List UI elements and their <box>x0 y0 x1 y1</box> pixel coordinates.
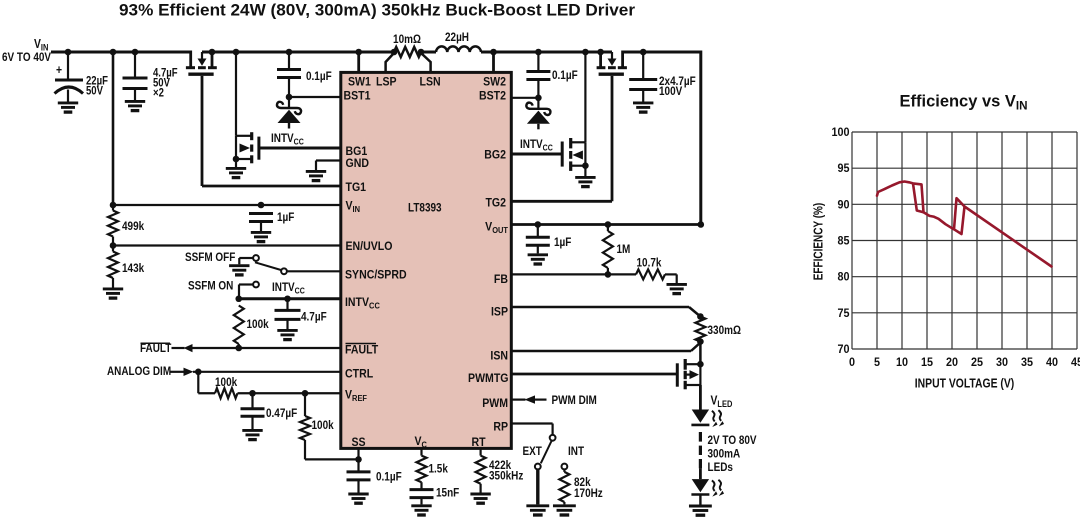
svg-text:20: 20 <box>946 357 958 370</box>
svg-text:95: 95 <box>837 163 850 176</box>
svg-text:30: 30 <box>996 357 1008 370</box>
svg-text:FAULT: FAULT <box>140 342 172 355</box>
svg-text:LEDs: LEDs <box>708 461 733 474</box>
svg-text:FAULT: FAULT <box>345 344 378 357</box>
svg-text:35: 35 <box>1021 357 1034 370</box>
svg-text:PWM DIM: PWM DIM <box>552 394 597 407</box>
svg-text:ISP: ISP <box>491 306 508 319</box>
svg-text:10: 10 <box>896 357 908 370</box>
svg-text:RP: RP <box>493 421 508 434</box>
svg-text:EFFICIENCY (%): EFFICIENCY (%) <box>813 203 826 281</box>
svg-text:300mA: 300mA <box>708 448 741 461</box>
svg-text:5: 5 <box>874 357 881 370</box>
svg-text:2V TO 80V: 2V TO 80V <box>708 434 758 447</box>
svg-text:75: 75 <box>837 307 850 320</box>
svg-text:40: 40 <box>1046 357 1058 370</box>
svg-text:15nF: 15nF <box>436 487 459 500</box>
svg-text:143k: 143k <box>122 262 145 275</box>
svg-text:22µF: 22µF <box>86 75 108 88</box>
svg-text:PWM: PWM <box>482 397 508 410</box>
svg-text:93% Efficient 24W (80V, 300mA): 93% Efficient 24W (80V, 300mA) 350kHz Bu… <box>119 1 635 20</box>
svg-text:SW2: SW2 <box>483 76 506 89</box>
svg-text:10.7k: 10.7k <box>637 257 663 270</box>
svg-text:0.1µF: 0.1µF <box>306 70 332 83</box>
svg-text:LSN: LSN <box>420 76 441 89</box>
svg-text:10mΩ: 10mΩ <box>393 33 421 46</box>
svg-text:0.1µF: 0.1µF <box>552 69 578 82</box>
svg-text:170Hz: 170Hz <box>574 487 603 500</box>
svg-text:TG2: TG2 <box>485 197 506 210</box>
svg-text:EXT: EXT <box>523 445 543 458</box>
svg-text:90: 90 <box>837 199 849 212</box>
svg-text:INPUT VOLTAGE (V): INPUT VOLTAGE (V) <box>915 376 1015 390</box>
svg-text:100k: 100k <box>312 419 335 432</box>
svg-text:ANALOG DIM: ANALOG DIM <box>107 365 171 378</box>
svg-text:GND: GND <box>346 157 369 170</box>
svg-text:SW1: SW1 <box>348 76 371 89</box>
svg-text:LSP: LSP <box>376 76 397 89</box>
svg-text:330mΩ: 330mΩ <box>708 324 742 337</box>
svg-text:BST1: BST1 <box>344 90 371 103</box>
svg-text:EN/UVLO: EN/UVLO <box>346 240 393 253</box>
svg-text:82k: 82k <box>574 476 591 489</box>
svg-text:22µH: 22µH <box>445 31 469 44</box>
svg-text:BG2: BG2 <box>484 149 506 162</box>
svg-text:4.7µF: 4.7µF <box>153 67 178 80</box>
svg-text:SSFM ON: SSFM ON <box>188 280 233 293</box>
svg-text:LT8393: LT8393 <box>408 202 442 215</box>
svg-text:SS: SS <box>352 436 367 449</box>
svg-text:70: 70 <box>837 344 849 357</box>
svg-text:4.7µF: 4.7µF <box>301 311 327 324</box>
svg-text:TG1: TG1 <box>346 181 367 194</box>
svg-text:85: 85 <box>837 235 850 248</box>
svg-text:50V: 50V <box>86 85 103 98</box>
svg-text:50V: 50V <box>153 77 170 90</box>
svg-text:CTRL: CTRL <box>345 368 373 381</box>
svg-text:80: 80 <box>837 271 849 284</box>
svg-text:ISN: ISN <box>490 350 508 363</box>
svg-text:350kHz: 350kHz <box>489 470 524 483</box>
svg-text:INT: INT <box>568 445 584 458</box>
svg-text:+: + <box>56 64 62 77</box>
svg-text:BG1: BG1 <box>346 145 368 158</box>
svg-text:2x4.7µF: 2x4.7µF <box>659 75 696 88</box>
svg-text:1M: 1M <box>617 243 631 256</box>
svg-text:BST2: BST2 <box>479 90 506 103</box>
svg-text:PWMTG: PWMTG <box>468 372 509 385</box>
svg-text:499k: 499k <box>122 220 145 233</box>
svg-text:0.1µF: 0.1µF <box>376 471 402 484</box>
svg-text:100: 100 <box>831 127 849 140</box>
svg-text:1µF: 1µF <box>554 236 572 249</box>
svg-text:422k: 422k <box>489 459 512 472</box>
svg-text:6V TO 40V: 6V TO 40V <box>2 51 52 64</box>
svg-text:SSFM OFF: SSFM OFF <box>185 251 236 264</box>
svg-text:45: 45 <box>1071 357 1080 370</box>
svg-text:0.47µF: 0.47µF <box>266 407 297 420</box>
svg-text:15: 15 <box>921 357 934 370</box>
svg-text:0: 0 <box>849 357 855 370</box>
svg-text:RT: RT <box>472 436 486 449</box>
svg-text:×2: ×2 <box>153 87 164 100</box>
svg-text:FB: FB <box>494 273 508 286</box>
svg-text:SYNC/SPRD: SYNC/SPRD <box>345 269 407 282</box>
svg-text:1.5k: 1.5k <box>429 463 449 476</box>
svg-text:100k: 100k <box>247 318 270 331</box>
svg-text:Efficiency vs VIN: Efficiency vs VIN <box>900 91 1028 112</box>
svg-text:100V: 100V <box>659 85 683 98</box>
svg-text:100k: 100k <box>215 376 238 389</box>
svg-text:25: 25 <box>971 357 984 370</box>
svg-text:1µF: 1µF <box>277 211 295 224</box>
